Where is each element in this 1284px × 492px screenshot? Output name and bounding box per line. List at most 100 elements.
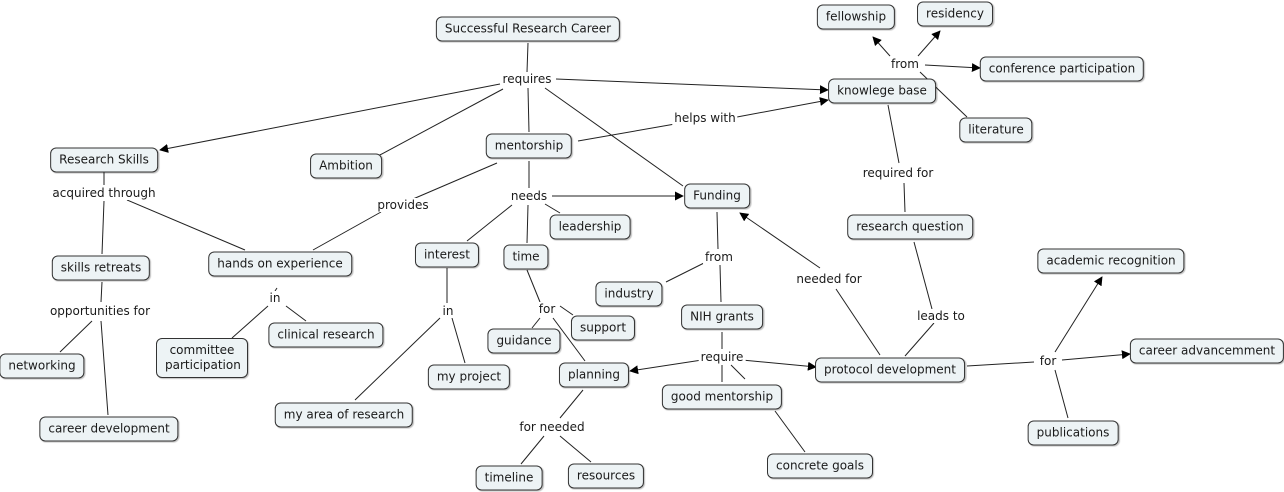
arrow-connector [872, 36, 891, 57]
concept-career-advancemment[interactable]: career advancemment [1129, 338, 1284, 364]
concept-hands-on-experience[interactable]: hands on experience [208, 251, 352, 277]
line-connector [526, 42, 529, 73]
link-for-needed: for needed [517, 420, 587, 434]
link-from-knowledge: from [889, 57, 921, 71]
line-connector [904, 322, 935, 357]
arrow-connector [736, 97, 829, 118]
link-requires: requires [500, 72, 554, 86]
concept-leadership[interactable]: leadership [549, 214, 631, 240]
arrow-connector [924, 63, 981, 73]
line-connector [100, 281, 103, 303]
line-connector [835, 288, 881, 356]
line-connector [466, 204, 513, 242]
line-connector [312, 211, 382, 251]
concept-resources[interactable]: resources [567, 463, 645, 489]
concept-mentorship[interactable]: mentorship [485, 133, 573, 159]
arrow-connector [159, 83, 501, 153]
line-connector [730, 364, 746, 380]
concept-academic-recognition[interactable]: academic recognition [1037, 248, 1185, 274]
line-connector [559, 305, 574, 316]
link-required-for: required for [860, 166, 936, 180]
line-connector [526, 269, 541, 303]
line-connector [274, 287, 278, 292]
link-in-interest: in [440, 304, 456, 318]
line-connector [126, 199, 246, 251]
line-connector [716, 211, 719, 250]
concept-my-area-of-research[interactable]: my area of research [274, 402, 414, 428]
concept-protocol-development[interactable]: protocol development [815, 357, 965, 383]
line-connector [527, 87, 530, 133]
concept-time[interactable]: time [503, 244, 549, 270]
concept-fellowship[interactable]: fellowship [816, 4, 896, 30]
link-needed-for: needed for [794, 272, 864, 286]
concept-residency[interactable]: residency [917, 1, 993, 27]
concept-guidance[interactable]: guidance [487, 328, 561, 354]
concept-committee-participation[interactable]: committee participation [156, 338, 248, 378]
concept-concrete-goals[interactable]: concrete goals [767, 453, 873, 479]
concept-support[interactable]: support [570, 315, 636, 341]
link-for-time: for [536, 302, 558, 316]
line-connector [100, 320, 109, 416]
link-helps-with: helps with [672, 111, 738, 125]
concept-timeline[interactable]: timeline [475, 465, 543, 491]
link-require: require [698, 350, 746, 364]
concept-industry[interactable]: industry [595, 281, 663, 307]
concept-career-development[interactable]: career development [39, 416, 179, 442]
arrow-connector [739, 212, 821, 269]
concept-nih-grants[interactable]: NIH grants [681, 304, 763, 330]
line-connector [966, 361, 1035, 367]
concept-networking[interactable]: networking [0, 353, 85, 379]
line-connector [1054, 369, 1069, 419]
arrow-connector [741, 359, 817, 371]
link-opportunities-for: opportunities for [47, 304, 153, 318]
line-connector [531, 317, 541, 329]
line-connector [412, 162, 498, 200]
arrow-connector [555, 78, 829, 95]
concept-research-skills[interactable]: Research Skills [50, 147, 158, 173]
line-connector [559, 389, 584, 419]
line-connector [665, 262, 705, 283]
link-in-hands-on: in [267, 291, 283, 305]
line-connector [285, 305, 307, 322]
concept-successful-research-career[interactable]: Successful Research Career [435, 16, 621, 42]
line-connector [544, 87, 684, 187]
line-connector [559, 435, 592, 463]
concept-publications[interactable]: publications [1027, 420, 1119, 446]
line-connector [887, 104, 900, 164]
link-acquired-through: acquired through [50, 186, 158, 200]
line-connector [577, 123, 676, 142]
concept-my-project[interactable]: my project [427, 364, 511, 390]
line-connector [552, 317, 586, 362]
link-for-protocol: for [1037, 354, 1059, 368]
concept-good-mentorship[interactable]: good mentorship [661, 384, 783, 410]
line-connector [520, 435, 545, 465]
link-provides: provides [375, 198, 431, 212]
concept-literature[interactable]: literature [959, 117, 1033, 143]
arrow-connector [1061, 350, 1131, 361]
concept-skills-retreats[interactable]: skills retreats [51, 255, 151, 281]
concept-conference-participation[interactable]: conference participation [979, 56, 1145, 82]
concept-research-question[interactable]: research question [847, 214, 973, 240]
arrow-connector [629, 359, 703, 375]
link-leads-to: leads to [915, 309, 967, 323]
concept-funding[interactable]: Funding [684, 183, 750, 209]
line-connector [101, 200, 105, 255]
line-connector [59, 320, 93, 353]
line-connector [913, 241, 933, 310]
line-connector [903, 182, 906, 213]
concept-interest[interactable]: interest [414, 242, 480, 268]
arrow-connector [917, 30, 941, 57]
link-needs: needs [508, 189, 550, 203]
link-from-funding: from [703, 250, 735, 264]
concept-planning[interactable]: planning [558, 362, 630, 388]
arrow-connector [1054, 276, 1103, 353]
line-connector [526, 204, 529, 244]
line-connector [231, 305, 269, 339]
concept-knowlege-base[interactable]: knowlege base [828, 78, 936, 104]
concept-clinical-research[interactable]: clinical research [268, 322, 384, 348]
line-connector [451, 317, 466, 364]
concept-ambition[interactable]: Ambition [310, 153, 382, 179]
line-connector [377, 88, 504, 157]
line-connector [544, 203, 561, 214]
line-connector [774, 410, 806, 453]
